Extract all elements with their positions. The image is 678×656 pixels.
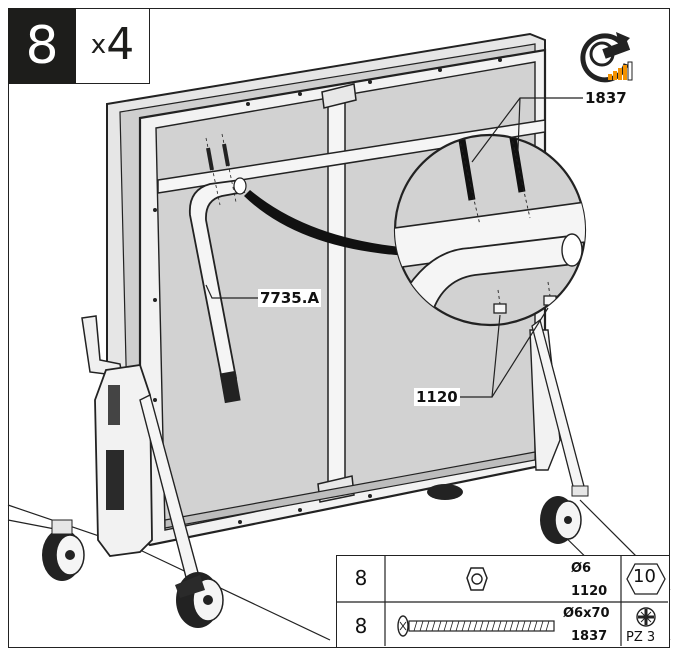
crossbar <box>157 119 546 194</box>
part-code-screw: 1837 <box>571 629 608 644</box>
callout-nuts: 1120 <box>414 388 460 406</box>
part-code-nut: 1120 <box>571 584 608 599</box>
leader-lines <box>205 97 583 398</box>
pozidriv-icon <box>636 607 656 627</box>
callout-screw: 1837 <box>583 89 629 107</box>
part-spec-screw: Ø6x70 <box>563 606 610 621</box>
page-frame <box>8 8 670 648</box>
left-end-frame <box>81 315 201 586</box>
multiplier-prefix: x <box>90 30 107 60</box>
wrench-torque-icon <box>580 32 633 83</box>
zoom-connector <box>244 190 412 256</box>
screw-icon <box>397 615 555 637</box>
tool-label-nut: 10 <box>633 566 656 587</box>
part-qty-screw: 8 <box>354 614 368 638</box>
part-spec-nut: Ø6 <box>571 561 592 576</box>
callout-leg: 7735.A <box>258 289 322 307</box>
hex-nut-icon <box>466 567 488 591</box>
zoom-detail <box>393 133 587 327</box>
left-wheels <box>42 519 224 628</box>
hex-10-icon <box>626 563 666 595</box>
multiplier-value: 4 <box>106 19 135 70</box>
leg-tube <box>188 177 247 404</box>
tool-label-screw: PZ 3 <box>626 630 656 645</box>
screws-main <box>205 133 237 206</box>
part-qty-nut: 8 <box>354 566 368 590</box>
parts-table: 8 Ø6 1120 10 8 Ø6x70 1837 PZ 3 <box>336 555 670 648</box>
parts-table-grid <box>337 556 668 646</box>
step-multiplier: x4 <box>76 8 150 84</box>
step-number: 8 <box>8 8 76 84</box>
right-end-frame <box>427 318 589 544</box>
